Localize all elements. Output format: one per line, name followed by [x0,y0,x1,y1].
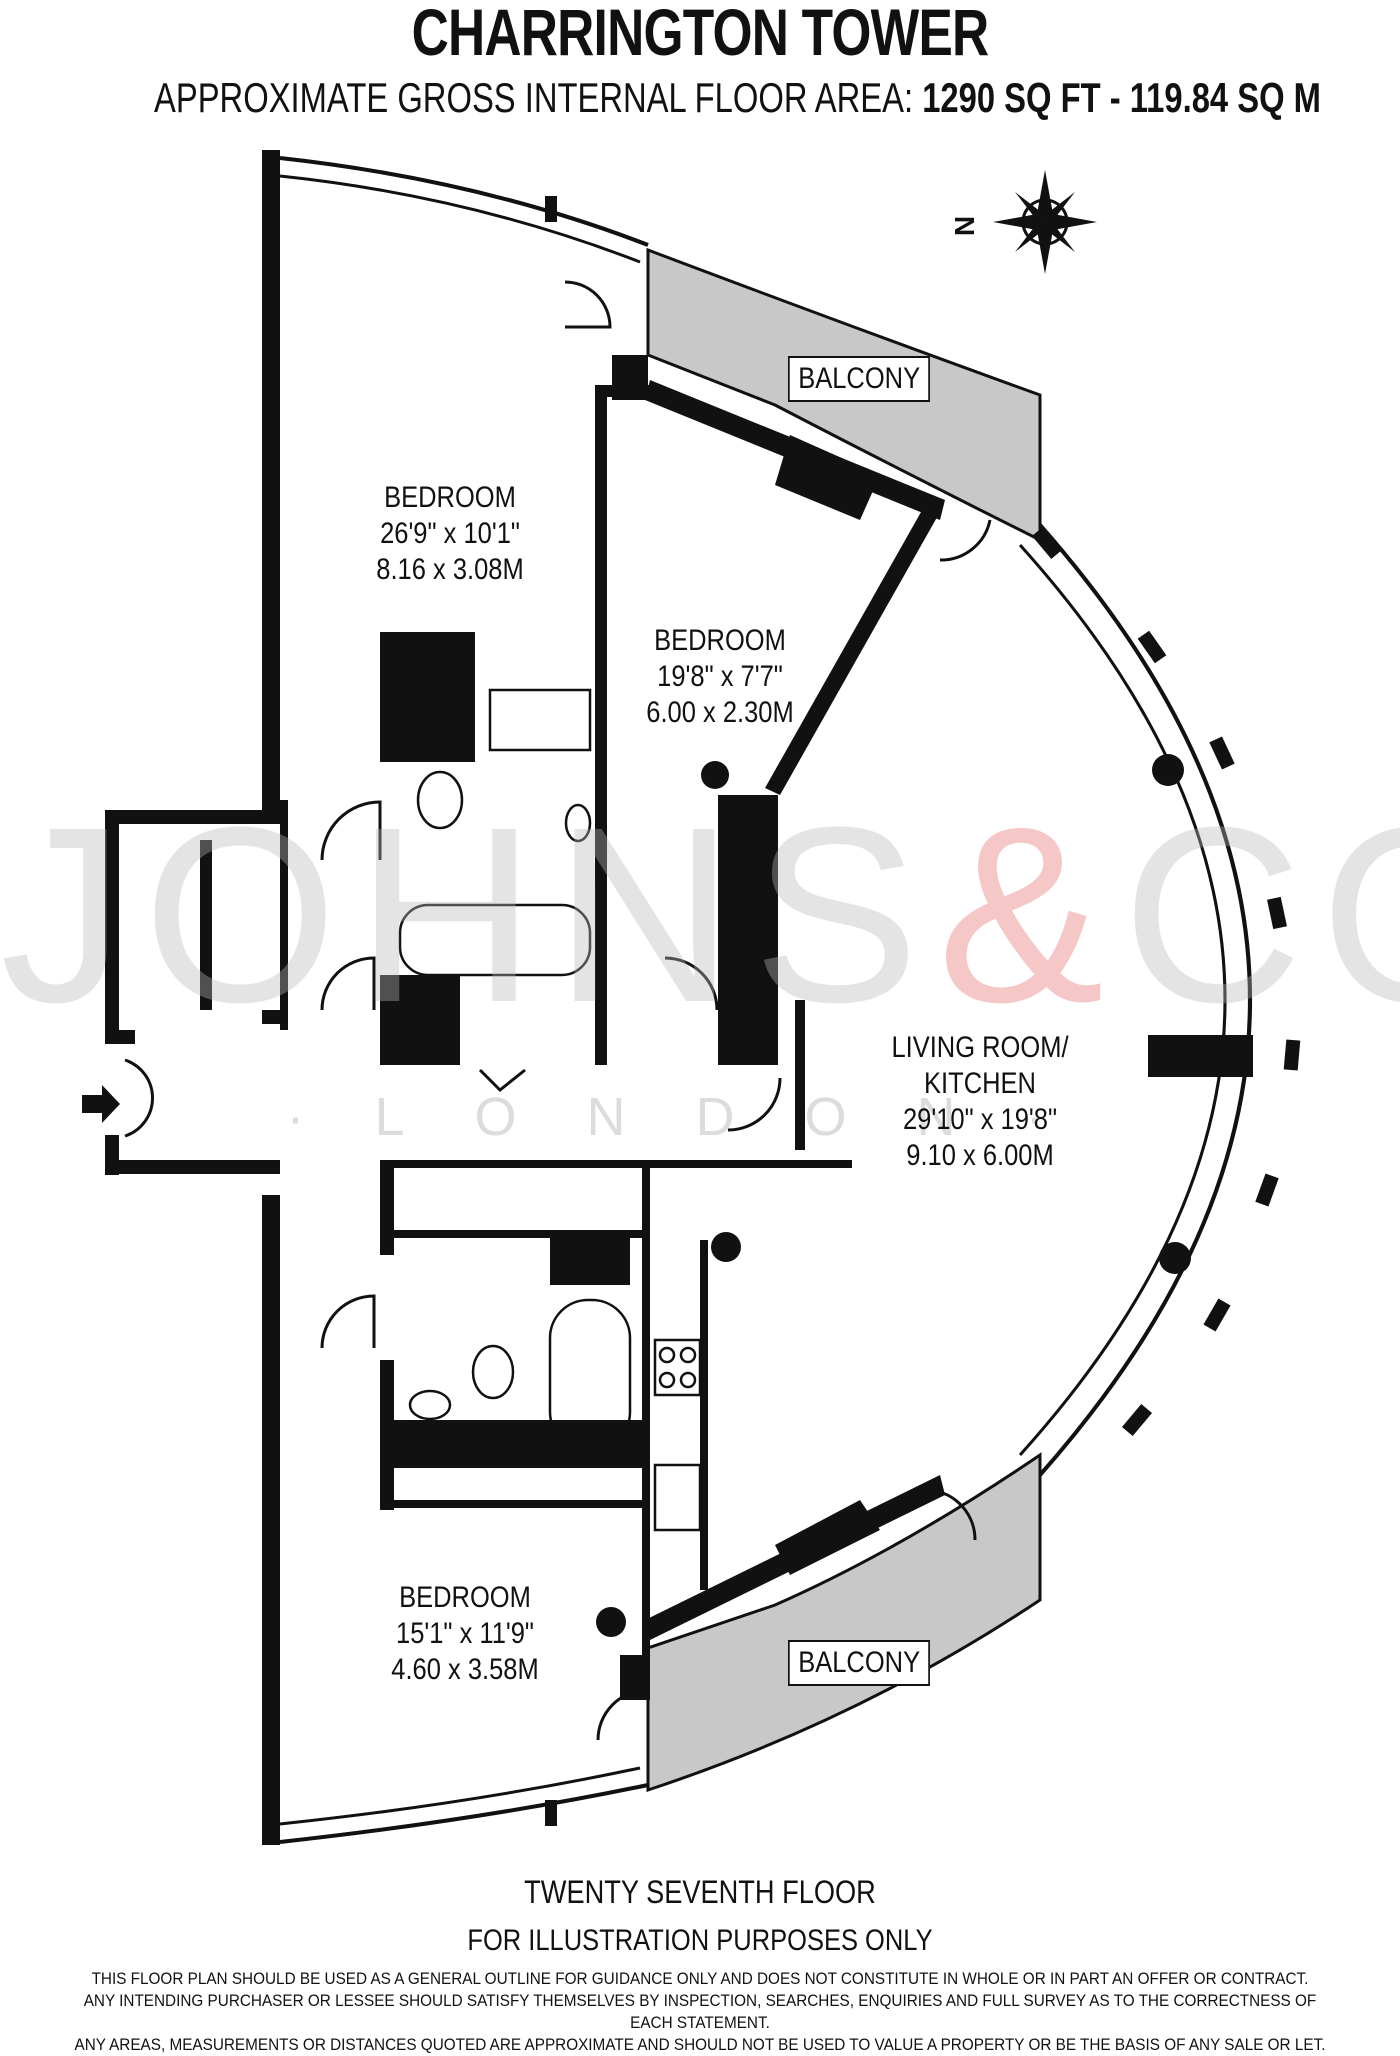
bedroom-1-metric: 8.16 x 3.08M [376,553,524,586]
walls [105,150,945,1845]
outer-facade-curve [1038,523,1252,1477]
inner-facade-curve [1018,543,1227,1457]
bedroom-1-name: BEDROOM [384,481,516,514]
bedroom-3-imperial: 15'1" x 11'9" [396,1617,534,1650]
living-room-name-2: KITCHEN [924,1067,1036,1100]
door-swings [124,280,992,1741]
brand-watermark-sub: ·LONDON· [286,1087,1114,1147]
facade-top-curve [279,156,649,247]
illustration-note: FOR ILLUSTRATION PURPOSES ONLY [467,1924,933,1957]
bedroom-3-metric: 4.60 x 3.58M [391,1653,539,1686]
floor-area-subtitle: APPROXIMATE GROSS INTERNAL FLOOR AREA: 1… [154,74,1321,122]
living-room-name-1: LIVING ROOM/ [891,1031,1069,1064]
bedroom-2-name: BEDROOM [654,624,786,657]
bathroom-fixtures [398,688,702,1532]
balcony-bottom-label: BALCONY [788,1640,931,1686]
bedroom-3-label: BEDROOM 15'1" x 11'9" 4.60 x 3.58M [376,1580,555,1688]
north-label: N [949,215,981,237]
compass-rose [993,170,1097,274]
disclaimer-line-2: ANY INTENDING PURCHASER OR LESSEE SHOULD… [83,1991,1317,2032]
facade-top-curve-inner [279,174,641,264]
balcony-top-label: BALCONY [788,356,931,402]
bedroom-2-imperial: 19'8" x 7'7" [657,660,783,693]
living-room-imperial: 29'10" x 19'8" [902,1103,1058,1136]
window-mullions [545,196,1301,1826]
brand-watermark-amp: & [937,775,1123,1054]
floor-area-value: 1290 SQ FT - 119.84 SQ M [922,74,1321,121]
bedroom-1-imperial: 26'9" x 10'1" [380,517,520,550]
bedroom-2-label: BEDROOM 19'8" x 7'7" 6.00 x 2.30M [631,623,810,731]
plan-title: CHARRINGTON TOWER [411,0,990,69]
facade-bottom-curve-inner [279,1766,641,1826]
disclaimer-line-1: THIS FLOOR PLAN SHOULD BE USED AS A GENE… [91,1969,1309,1988]
floor-area-prefix: APPROXIMATE GROSS INTERNAL FLOOR AREA: [154,74,914,121]
brand-watermark-right: CO [1122,775,1400,1054]
facade-bottom-curve [279,1783,649,1844]
brand-watermark-left: JOHNS [0,775,938,1054]
entrance-arrow [82,1085,120,1123]
bedroom-1-label: BEDROOM 26'9" x 10'1" 8.16 x 3.08M [361,480,540,588]
living-room-label: LIVING ROOM/ KITCHEN 29'10" x 19'8" 9.10… [887,1030,1074,1174]
brand-watermark: JOHNS&CO [0,790,1400,1040]
living-room-metric: 9.10 x 6.00M [906,1139,1054,1172]
bedroom-2-metric: 6.00 x 2.30M [646,696,794,729]
bedroom-3-name: BEDROOM [399,1581,531,1614]
floor-name: TWENTY SEVENTH FLOOR [524,1874,876,1910]
balcony-bottom-area [646,1452,1042,1793]
structural-columns [596,754,1253,1637]
disclaimer: THIS FLOOR PLAN SHOULD BE USED AS A GENE… [70,1968,1330,2056]
disclaimer-line-3: ANY AREAS, MEASUREMENTS OR DISTANCES QUO… [74,2035,1326,2054]
